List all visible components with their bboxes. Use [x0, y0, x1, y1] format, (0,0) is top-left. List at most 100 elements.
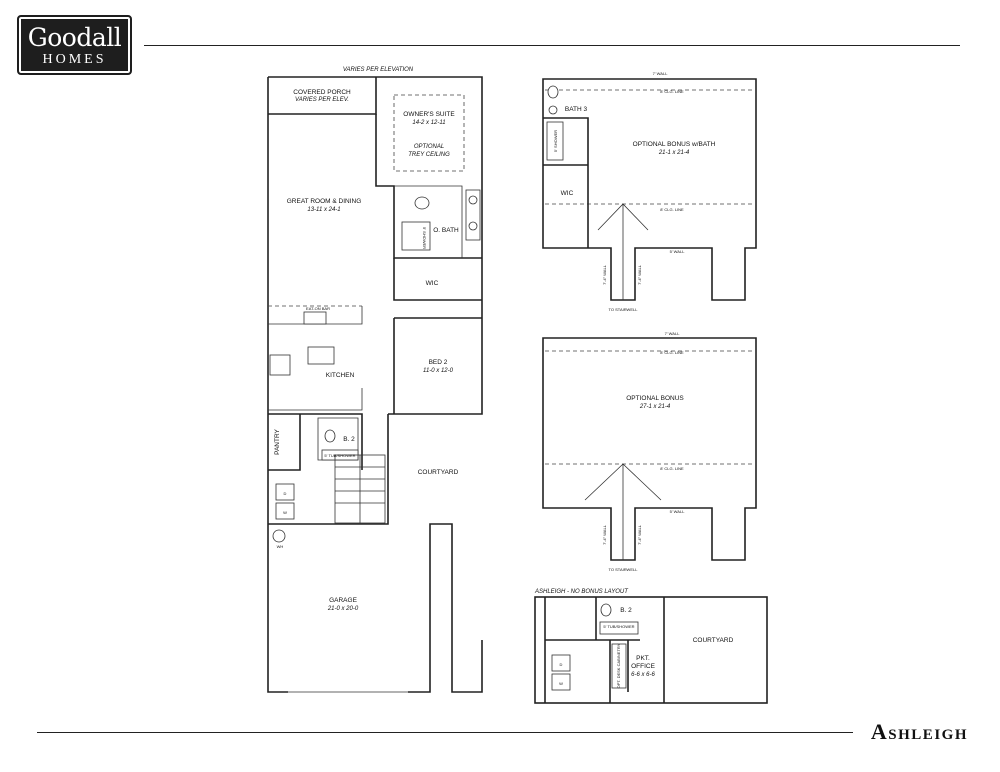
- bonus-wall-5: 5' WALL: [670, 509, 686, 514]
- logo-line-1: Goodall: [27, 23, 122, 52]
- b2-toilet: [324, 429, 336, 443]
- bath3-shower-label: 5' SHOWER: [553, 130, 558, 152]
- no-bonus-tub: [599, 621, 639, 635]
- bonus-with-bath-plan: 7' WALL 8' CLG. LINE BATH 3 5' SHOWER OP…: [542, 71, 757, 312]
- elevation-note: VARIES PER ELEVATION: [343, 67, 414, 73]
- bonus-bath-name: OPTIONAL BONUS w/BATH: [633, 141, 716, 148]
- kitchen-sink: [303, 311, 327, 325]
- bath3-toilet: [547, 85, 559, 99]
- covered-porch-label: COVERED PORCH: [293, 89, 351, 96]
- shower-label: 5' SHOWER: [422, 227, 427, 249]
- bonus-wall-top: 7' WALL: [665, 331, 681, 336]
- water-heater-label: WH: [277, 544, 284, 549]
- dryer-fixture: [275, 483, 295, 501]
- washer-label: W: [283, 510, 287, 515]
- washer-fixture: [275, 502, 295, 520]
- bath3-shower-fixture: [546, 121, 564, 161]
- main-exterior-wall: [267, 76, 483, 693]
- bonus-bath-wic-label: WIC: [561, 190, 574, 197]
- no-bonus-shower-label: 5' TUB/SHOWER: [603, 624, 634, 629]
- logo-line-2: HOMES: [42, 52, 107, 67]
- plan-name: Ashleigh: [870, 719, 968, 744]
- sink-2: [468, 221, 478, 231]
- shower-fixture: [401, 221, 431, 251]
- no-bonus-toilet: [600, 603, 612, 617]
- office-size: 6-6 x 6-6: [631, 672, 655, 678]
- no-bonus-washer: [551, 673, 571, 691]
- bonus-bath-wall-left: 7'-4" WALL: [602, 264, 607, 285]
- no-bonus-washer-label: W: [559, 681, 563, 686]
- bonus-bath-wall-top: 7' WALL: [653, 71, 669, 76]
- bonus-bath-wall-5: 5' WALL: [670, 249, 686, 254]
- garage-label: GARAGE: [329, 597, 357, 604]
- no-bonus-courtyard-label: COURTYARD: [693, 637, 734, 644]
- bonus-bath-wall-right: 7'-4" WALL: [637, 264, 642, 285]
- bed2-wall: [393, 317, 482, 414]
- owners-bath-wall: [394, 185, 463, 258]
- main-floor-plan: VARIES PER ELEVATION 5' SHOWER: [267, 67, 483, 693]
- bonus-clg-mid-label: 8' CLG. LINE: [660, 466, 684, 471]
- wic-label: WIC: [426, 280, 439, 287]
- eat-on-bar-label: EAT-ON BAR: [306, 306, 330, 311]
- garage-wall: [268, 414, 389, 525]
- owners-suite-note-1: OPTIONAL: [414, 144, 444, 150]
- great-room-label: GREAT ROOM & DINING: [287, 198, 362, 205]
- great-room-size: 13-11 x 24-1: [307, 207, 340, 213]
- stairs: [334, 454, 386, 524]
- bonus-outline: [542, 337, 757, 561]
- no-bonus-walls: [544, 597, 665, 703]
- no-bonus-layout: ASHLEIGH - NO BONUS LAYOUT B. 2 5' TUB/S…: [534, 589, 768, 704]
- range-cooktop: [269, 354, 291, 376]
- b2-label: B. 2: [343, 436, 355, 443]
- owners-bath-label: O. BATH: [433, 227, 459, 234]
- b2-shower-label: 5' TUB/SHOWER: [324, 453, 355, 458]
- bonus-size: 27-1 x 21-4: [639, 404, 671, 410]
- garage-size: 21-0 x 20-0: [327, 606, 359, 612]
- bed2-label: BED 2: [429, 359, 448, 366]
- bonus-stair-lines: [584, 463, 662, 560]
- vanity-fixture: [465, 189, 481, 241]
- bonus-clg-top-label: 8' CLG. LINE: [660, 350, 684, 355]
- dryer-label: D: [284, 491, 287, 496]
- office-label: OFFICE: [631, 663, 655, 670]
- kitchen-lower-counter: [268, 388, 363, 411]
- pkt-label: PKT.: [636, 655, 650, 662]
- bonus-wall-left: 7'-4" WALL: [602, 524, 607, 545]
- bath3-wic-walls: [543, 117, 589, 248]
- bonus-stair-label: TO STAIRWELL: [609, 567, 639, 572]
- bonus-bath-outline: [542, 78, 757, 301]
- pantry-wall: [268, 413, 363, 471]
- owners-suite-label: OWNER'S SUITE: [403, 111, 455, 118]
- pantry-label: PANTRY: [274, 428, 281, 454]
- kitchen-island: [307, 346, 335, 365]
- owners-suite-size: 14-2 x 12-11: [412, 120, 445, 126]
- no-bonus-dryer-label: D: [560, 662, 563, 667]
- bonus-bath-clg-top-label: 8' CLG. LINE: [660, 89, 684, 94]
- sink-1: [468, 195, 478, 205]
- trey-ceiling-outline: [393, 94, 465, 172]
- water-heater-fixture: [272, 529, 286, 543]
- no-bonus-b2-label: B. 2: [620, 607, 632, 614]
- cabinetry-label: OPT. DESK CABINETRY: [616, 643, 621, 688]
- footer-rule: [37, 732, 853, 733]
- header-rule: [144, 45, 960, 46]
- bonus-bath-size: 21-1 x 21-4: [658, 150, 690, 156]
- bonus-wall-right: 7'-4" WALL: [637, 524, 642, 545]
- covered-porch-note: VARIES PER ELEV.: [295, 97, 349, 103]
- kitchen-label: KITCHEN: [326, 372, 355, 379]
- bonus-bath-stair-lines: [597, 203, 649, 300]
- owners-suite-note-2: TREY CEILING: [408, 152, 450, 158]
- toilet-fixture: [414, 196, 430, 210]
- no-bonus-dryer: [551, 654, 571, 672]
- optional-bonus-plan: 7' WALL 8' CLG. LINE OPTIONAL BONUS 27-1…: [542, 331, 757, 572]
- desk-cabinetry: [611, 643, 627, 689]
- no-bonus-outline: [534, 596, 768, 704]
- bath3-label: BATH 3: [565, 106, 588, 113]
- no-bonus-title: ASHLEIGH - NO BONUS LAYOUT: [534, 589, 629, 595]
- wic-wall: [393, 258, 482, 301]
- bonus-name: OPTIONAL BONUS: [626, 395, 684, 402]
- bonus-bath-clg-mid-label: 8' CLG. LINE: [660, 207, 684, 212]
- goodall-homes-logo: Goodall HOMES: [17, 15, 132, 75]
- courtyard-label: COURTYARD: [418, 469, 459, 476]
